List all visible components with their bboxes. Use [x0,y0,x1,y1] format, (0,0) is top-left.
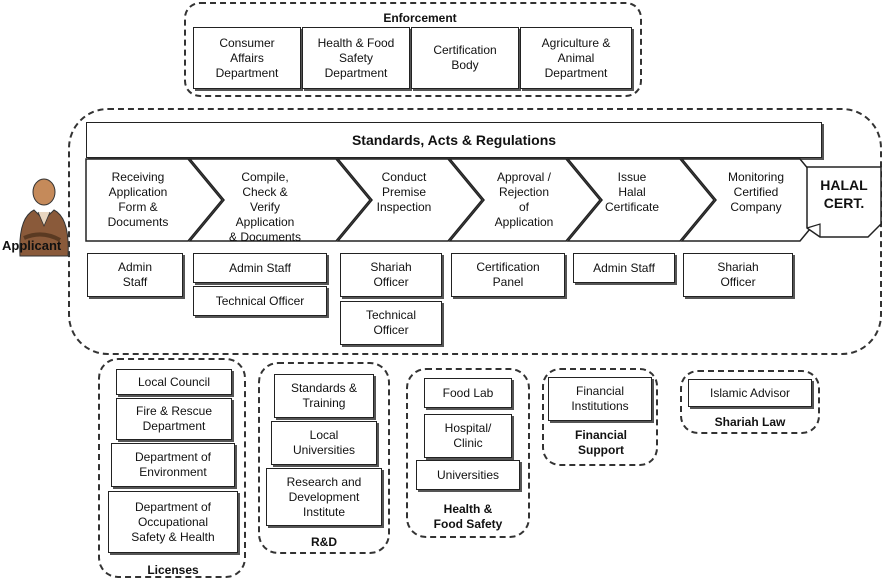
step-inspection: Conduct Premise Inspection [376,170,432,214]
food-lab-box: Food Lab [424,378,512,408]
hospital-clinic-box: Hospital/ Clinic [424,414,512,458]
local-council-box: Local Council [116,369,232,395]
step-chevron-4 [448,158,601,242]
step-chevron-5 [566,158,715,242]
shariah-officer-box-2: Shariah Officer [683,253,793,297]
certification-panel-box: Certification Panel [451,253,565,297]
shariah-law-group [680,370,820,434]
research-development-box: Research and Development Institute [266,468,382,526]
shariah-officer-box-1: Shariah Officer [340,253,442,297]
islamic-advisor-box: Islamic Advisor [688,379,812,407]
step-chevron-2 [188,158,371,242]
enforcement-title: Enforcement [383,11,457,25]
dept-occupational-box: Department of Occupational Safety & Heal… [108,491,238,553]
health-food-safety-caption: Health & Food Safety [433,502,503,531]
step-chevron-6 [680,158,835,242]
health-food-safety-dept-box: Health & Food Safety Department [302,27,410,89]
halal-cert-document [806,166,882,238]
step-compile: Compile, Check & Verify Application & Do… [228,170,302,242]
licenses-caption: Licenses [147,563,199,577]
agriculture-animal-box: Agriculture & Animal Department [520,27,632,89]
admin-staff-box-1: Admin Staff [87,253,183,297]
licenses-group [98,358,246,578]
admin-staff-box-3: Admin Staff [573,253,675,283]
standards-training-box: Standards & Training [274,374,374,418]
step-monitoring: Monitoring Certified Company [727,170,785,214]
step-approval: Approval / Rejection of Application [494,170,554,229]
process-group [68,108,882,355]
applicant-figure [19,178,69,257]
financial-support-group [542,368,658,466]
technical-officer-box-1: Technical Officer [193,286,327,316]
rnd-caption: R&D [311,535,337,549]
universities-box: Universities [416,460,520,490]
certification-body-box: Certification Body [411,27,519,89]
financial-institutions-box: Financial Institutions [548,377,652,421]
standards-banner: Standards, Acts & Regulations [86,122,822,158]
fire-rescue-box: Fire & Rescue Department [116,398,232,440]
applicant-label: Applicant [2,238,62,253]
halal-cert-label: HALAL CERT. [820,177,868,211]
dept-environment-box: Department of Environment [111,443,235,487]
enforcement-group [184,2,642,97]
health-food-safety-group [406,368,530,538]
admin-staff-box-2: Admin Staff [193,253,327,283]
step-issue: Issue Halal Certificate [604,170,660,214]
shariah-law-caption: Shariah Law [714,415,786,429]
consumer-affairs-box: Consumer Affairs Department [193,27,301,89]
rnd-group [258,362,390,554]
step-receiving: Receiving Application Form & Documents [107,170,169,229]
local-universities-box: Local Universities [271,421,377,465]
technical-officer-box-2: Technical Officer [340,301,442,345]
step-chevron-3 [336,158,483,242]
financial-support-caption: Financial Support [574,428,627,457]
step-chevron-1 [85,158,223,242]
